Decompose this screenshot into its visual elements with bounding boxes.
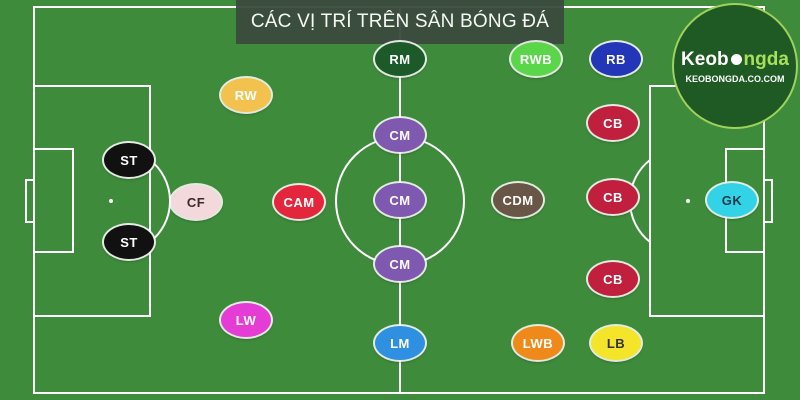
position-rw: RW xyxy=(221,78,271,112)
position-cm-lower: CM xyxy=(375,247,425,281)
logo-subtitle: KEOBONGDA.CO.COM xyxy=(685,73,785,84)
position-rwb: RWB xyxy=(511,42,561,76)
keobongda-logo: Keob ngda KEOBONGDA.CO.COM xyxy=(672,3,798,129)
position-st-upper: ST xyxy=(104,143,154,177)
position-lb: LB xyxy=(591,326,641,360)
position-rm: RM xyxy=(375,42,425,76)
left-penalty-area xyxy=(33,85,151,317)
position-cdm: CDM xyxy=(493,183,543,217)
logo-wordmark: Keob ngda xyxy=(681,49,789,71)
position-lm: LM xyxy=(375,326,425,360)
left-goal xyxy=(25,179,35,223)
left-goal-area xyxy=(33,148,74,253)
left-penalty-arc xyxy=(149,159,172,243)
soccer-ball-icon xyxy=(729,52,743,66)
logo-text-part2: ngda xyxy=(743,48,789,70)
logo-text-part1: Keob xyxy=(681,48,729,70)
diagram-title: CÁC VỊ TRÍ TRÊN SÂN BÓNG ĐÁ xyxy=(236,0,564,44)
position-lwb: LWB xyxy=(513,326,563,360)
position-cm-center: CM xyxy=(375,183,425,217)
position-cb-center: CB xyxy=(588,180,638,214)
position-rb: RB xyxy=(591,42,641,76)
position-cm-upper: CM xyxy=(375,118,425,152)
right-penalty-spot xyxy=(686,199,690,203)
right-goal xyxy=(763,179,773,223)
left-penalty-spot xyxy=(109,199,113,203)
position-st-lower: ST xyxy=(104,225,154,259)
position-cb-upper: CB xyxy=(588,106,638,140)
position-gk: GK xyxy=(707,183,757,217)
position-lw: LW xyxy=(221,303,271,337)
position-cam: CAM xyxy=(274,185,324,219)
position-cf: CF xyxy=(171,185,221,219)
position-cb-lower: CB xyxy=(588,262,638,296)
